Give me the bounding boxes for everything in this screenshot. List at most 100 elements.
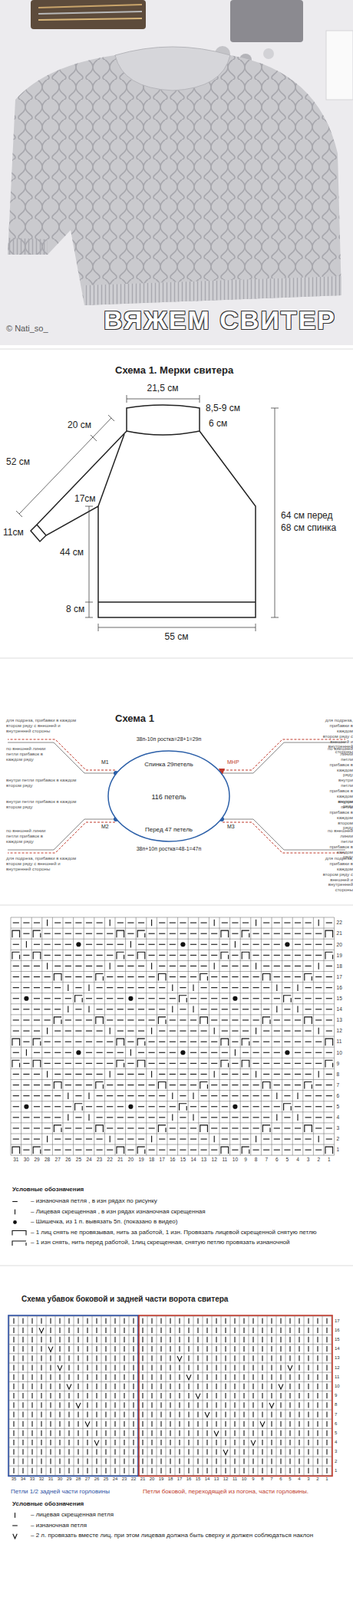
cable-chart-part xyxy=(242,998,249,1000)
decrease-chart-part xyxy=(105,1365,106,1371)
cable-chart-part xyxy=(190,1042,197,1043)
decrease-chart-part xyxy=(36,1316,38,1476)
decrease-chart-part xyxy=(289,1384,291,1390)
cable-chart-part xyxy=(13,987,20,989)
decrease-chart-part xyxy=(59,1384,60,1390)
decrease-chart-part xyxy=(224,1375,226,1381)
chart-caption: Петли боковой, переходящей из погона, ча… xyxy=(142,1488,309,1496)
cable-chart-part xyxy=(54,1009,61,1010)
sweater-photo-part xyxy=(7,55,342,306)
cable-chart-part xyxy=(116,952,125,960)
cable-chart-part xyxy=(10,1101,335,1102)
column-number: 5 xyxy=(286,1157,290,1163)
decrease-chart-part xyxy=(307,1318,309,1324)
decrease-chart-part xyxy=(40,1468,42,1475)
decrease-chart-part xyxy=(95,1365,97,1371)
cable-chart-part xyxy=(65,1063,72,1065)
decrease-chart-part xyxy=(298,1402,300,1409)
cable-chart-part xyxy=(201,1150,208,1152)
note: по внешней линии петли прибавок в каждом… xyxy=(6,746,51,763)
column-number: 18 xyxy=(148,1157,155,1163)
decrease-chart-part xyxy=(59,1318,60,1324)
cable-chart-part xyxy=(117,1085,124,1086)
decrease-chart-part xyxy=(261,1440,263,1446)
decrease-chart-part xyxy=(22,1458,24,1465)
sweater-photo-part xyxy=(263,48,274,60)
raglan-lines-part xyxy=(222,819,346,851)
decrease-chart-part xyxy=(77,1440,79,1446)
decrease-chart-part xyxy=(31,1375,33,1381)
cable-chart-part xyxy=(75,1104,83,1112)
cable-chart-part xyxy=(305,1052,312,1054)
decrease-chart-part xyxy=(31,1346,33,1353)
cable-chart-part xyxy=(179,933,186,935)
decrease-chart-part xyxy=(141,1318,143,1324)
cable-chart-part xyxy=(253,1052,260,1054)
decrease-chart-part xyxy=(243,1431,245,1437)
cable-chart-part xyxy=(85,1139,93,1141)
legend-symbols-part xyxy=(14,1210,16,1216)
cable-chart-part xyxy=(158,1150,165,1152)
cable-chart-part xyxy=(96,966,103,967)
cable-chart-part xyxy=(315,1117,322,1119)
cable-chart-part xyxy=(127,955,134,957)
cable-chart-part xyxy=(75,942,81,947)
cable-chart-part xyxy=(23,955,30,957)
cable-chart-part xyxy=(151,920,152,927)
decrease-chart-part xyxy=(95,1384,97,1390)
decrease-chart-part xyxy=(160,1458,162,1465)
decrease-chart-part xyxy=(298,1412,300,1418)
cable-chart-part xyxy=(255,1028,257,1035)
cable-chart-part xyxy=(158,1031,165,1033)
cable-chart-part xyxy=(283,1139,291,1141)
decrease-chart-part xyxy=(280,1337,281,1343)
decrease-chart-part xyxy=(252,1318,254,1324)
cable-chart-part xyxy=(190,923,197,924)
cable-chart-part xyxy=(253,1009,260,1010)
cable-chart-part xyxy=(65,1074,72,1076)
column-number: 30 xyxy=(23,1157,30,1163)
cable-chart-part xyxy=(158,1052,165,1054)
column-number: 6 xyxy=(275,1157,279,1163)
cable-chart-part xyxy=(148,933,156,935)
cable-chart-part xyxy=(211,1117,218,1119)
cable-chart-part xyxy=(231,955,238,957)
cable-chart-part xyxy=(263,944,270,946)
cable-chart-part xyxy=(294,1019,301,1021)
cable-chart-part xyxy=(283,1128,291,1129)
decrease-chart-part xyxy=(86,1402,88,1409)
decrease-chart-part xyxy=(178,1449,180,1455)
cable-chart-part xyxy=(294,1052,301,1054)
cable-chart-part xyxy=(221,944,228,946)
cable-chart-part xyxy=(305,933,312,935)
cable-chart-part xyxy=(127,976,134,978)
row-number: 1 xyxy=(336,1147,340,1153)
cable-chart-part xyxy=(263,966,270,967)
decrease-chart-part xyxy=(252,1337,254,1343)
cable-chart-part xyxy=(138,1052,145,1054)
cable-chart-part xyxy=(169,955,176,957)
cable-chart-part xyxy=(158,933,165,935)
decrease-chart-part xyxy=(68,1337,70,1343)
row-number: 16 xyxy=(334,1328,340,1334)
cable-chart-part xyxy=(138,1106,145,1108)
decrease-chart-part xyxy=(188,1440,189,1446)
decrease-chart-part xyxy=(280,1431,281,1437)
cable-chart-part xyxy=(75,923,82,924)
cable-chart-part xyxy=(179,1104,188,1112)
column-number: 12 xyxy=(211,1157,218,1163)
sweater-photo-part xyxy=(230,0,304,43)
cable-chart-part xyxy=(148,976,156,978)
column-number: 24 xyxy=(112,1477,119,1483)
cable-chart-part xyxy=(13,1074,20,1076)
cable-chart-part xyxy=(276,984,278,991)
decrease-chart-part xyxy=(169,1468,171,1475)
decrease-chart-part xyxy=(132,1449,134,1455)
cable-chart-part xyxy=(158,1063,165,1065)
cable-chart-part xyxy=(75,955,82,957)
decrease-chart-part xyxy=(188,1355,189,1362)
decrease-chart-part xyxy=(307,1355,309,1362)
decrease-chart-part xyxy=(224,1431,226,1437)
decrease-chart-part xyxy=(40,1412,42,1418)
decrease-chart-part xyxy=(160,1440,162,1446)
